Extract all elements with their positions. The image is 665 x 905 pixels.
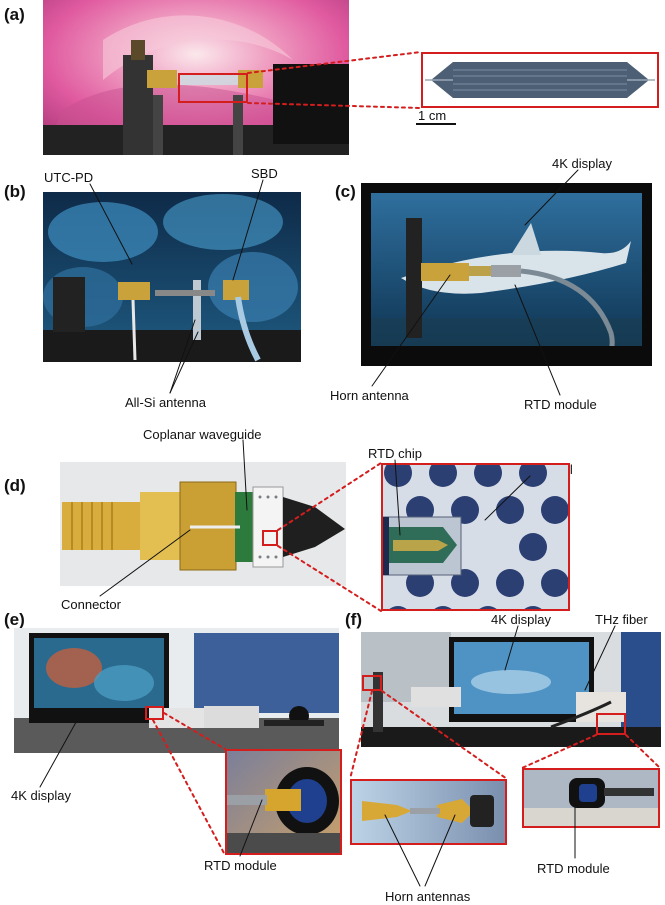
panel-f-left-callout-box [362,675,382,691]
panel-e-label: (e) [4,610,25,629]
panel-f-display-label: 4K display [491,612,551,627]
panel-f-rtd-inset [522,768,660,828]
panel-f-horn-inset [350,779,507,845]
panel-a-label: (a) [4,5,25,24]
panel-e-display-label: 4K display [11,788,71,803]
panel-a-callout-box [178,73,248,103]
panel-f-label: (f) [345,610,362,629]
panel-e-rtd-label: RTD module [204,858,277,873]
thz-fiber-label: THz fiber [595,612,648,627]
panel-c-display-label: 4K display [552,156,612,171]
panel-d-chip-inset [381,463,570,611]
panel-e-rtd-inset [225,749,342,855]
rtd-chip-label: RTD chip [368,446,422,461]
horn-antenna-label: Horn antenna [330,388,409,403]
panel-d-label: (d) [4,476,26,495]
panel-f-right-callout-box [596,713,626,735]
panel-b-photo [43,192,301,362]
connector-label: Connector [61,597,121,612]
panel-c-rtd-label: RTD module [524,397,597,412]
panel-b-label: (b) [4,182,26,201]
panel-c-photo [361,183,652,366]
sbd-label: SBD [251,166,278,181]
panel-a-waveguide-inset [421,52,659,108]
panel-e-callout-box [145,706,164,720]
scale-bar [416,123,456,125]
panel-e-photo [14,628,339,753]
horn-antennas-label: Horn antennas [385,889,471,904]
utc-pd-label: UTC-PD [44,170,94,185]
panel-f-rtd-label: RTD module [537,861,610,876]
all-si-antenna-label: All-Si antenna [125,395,206,410]
scale-bar-label: 1 cm [418,108,447,123]
coplanar-waveguide-label: Coplanar waveguide [143,427,262,442]
panel-d-photo [60,462,346,586]
panel-c-label: (c) [335,182,356,201]
panel-d-callout-box [262,530,278,546]
